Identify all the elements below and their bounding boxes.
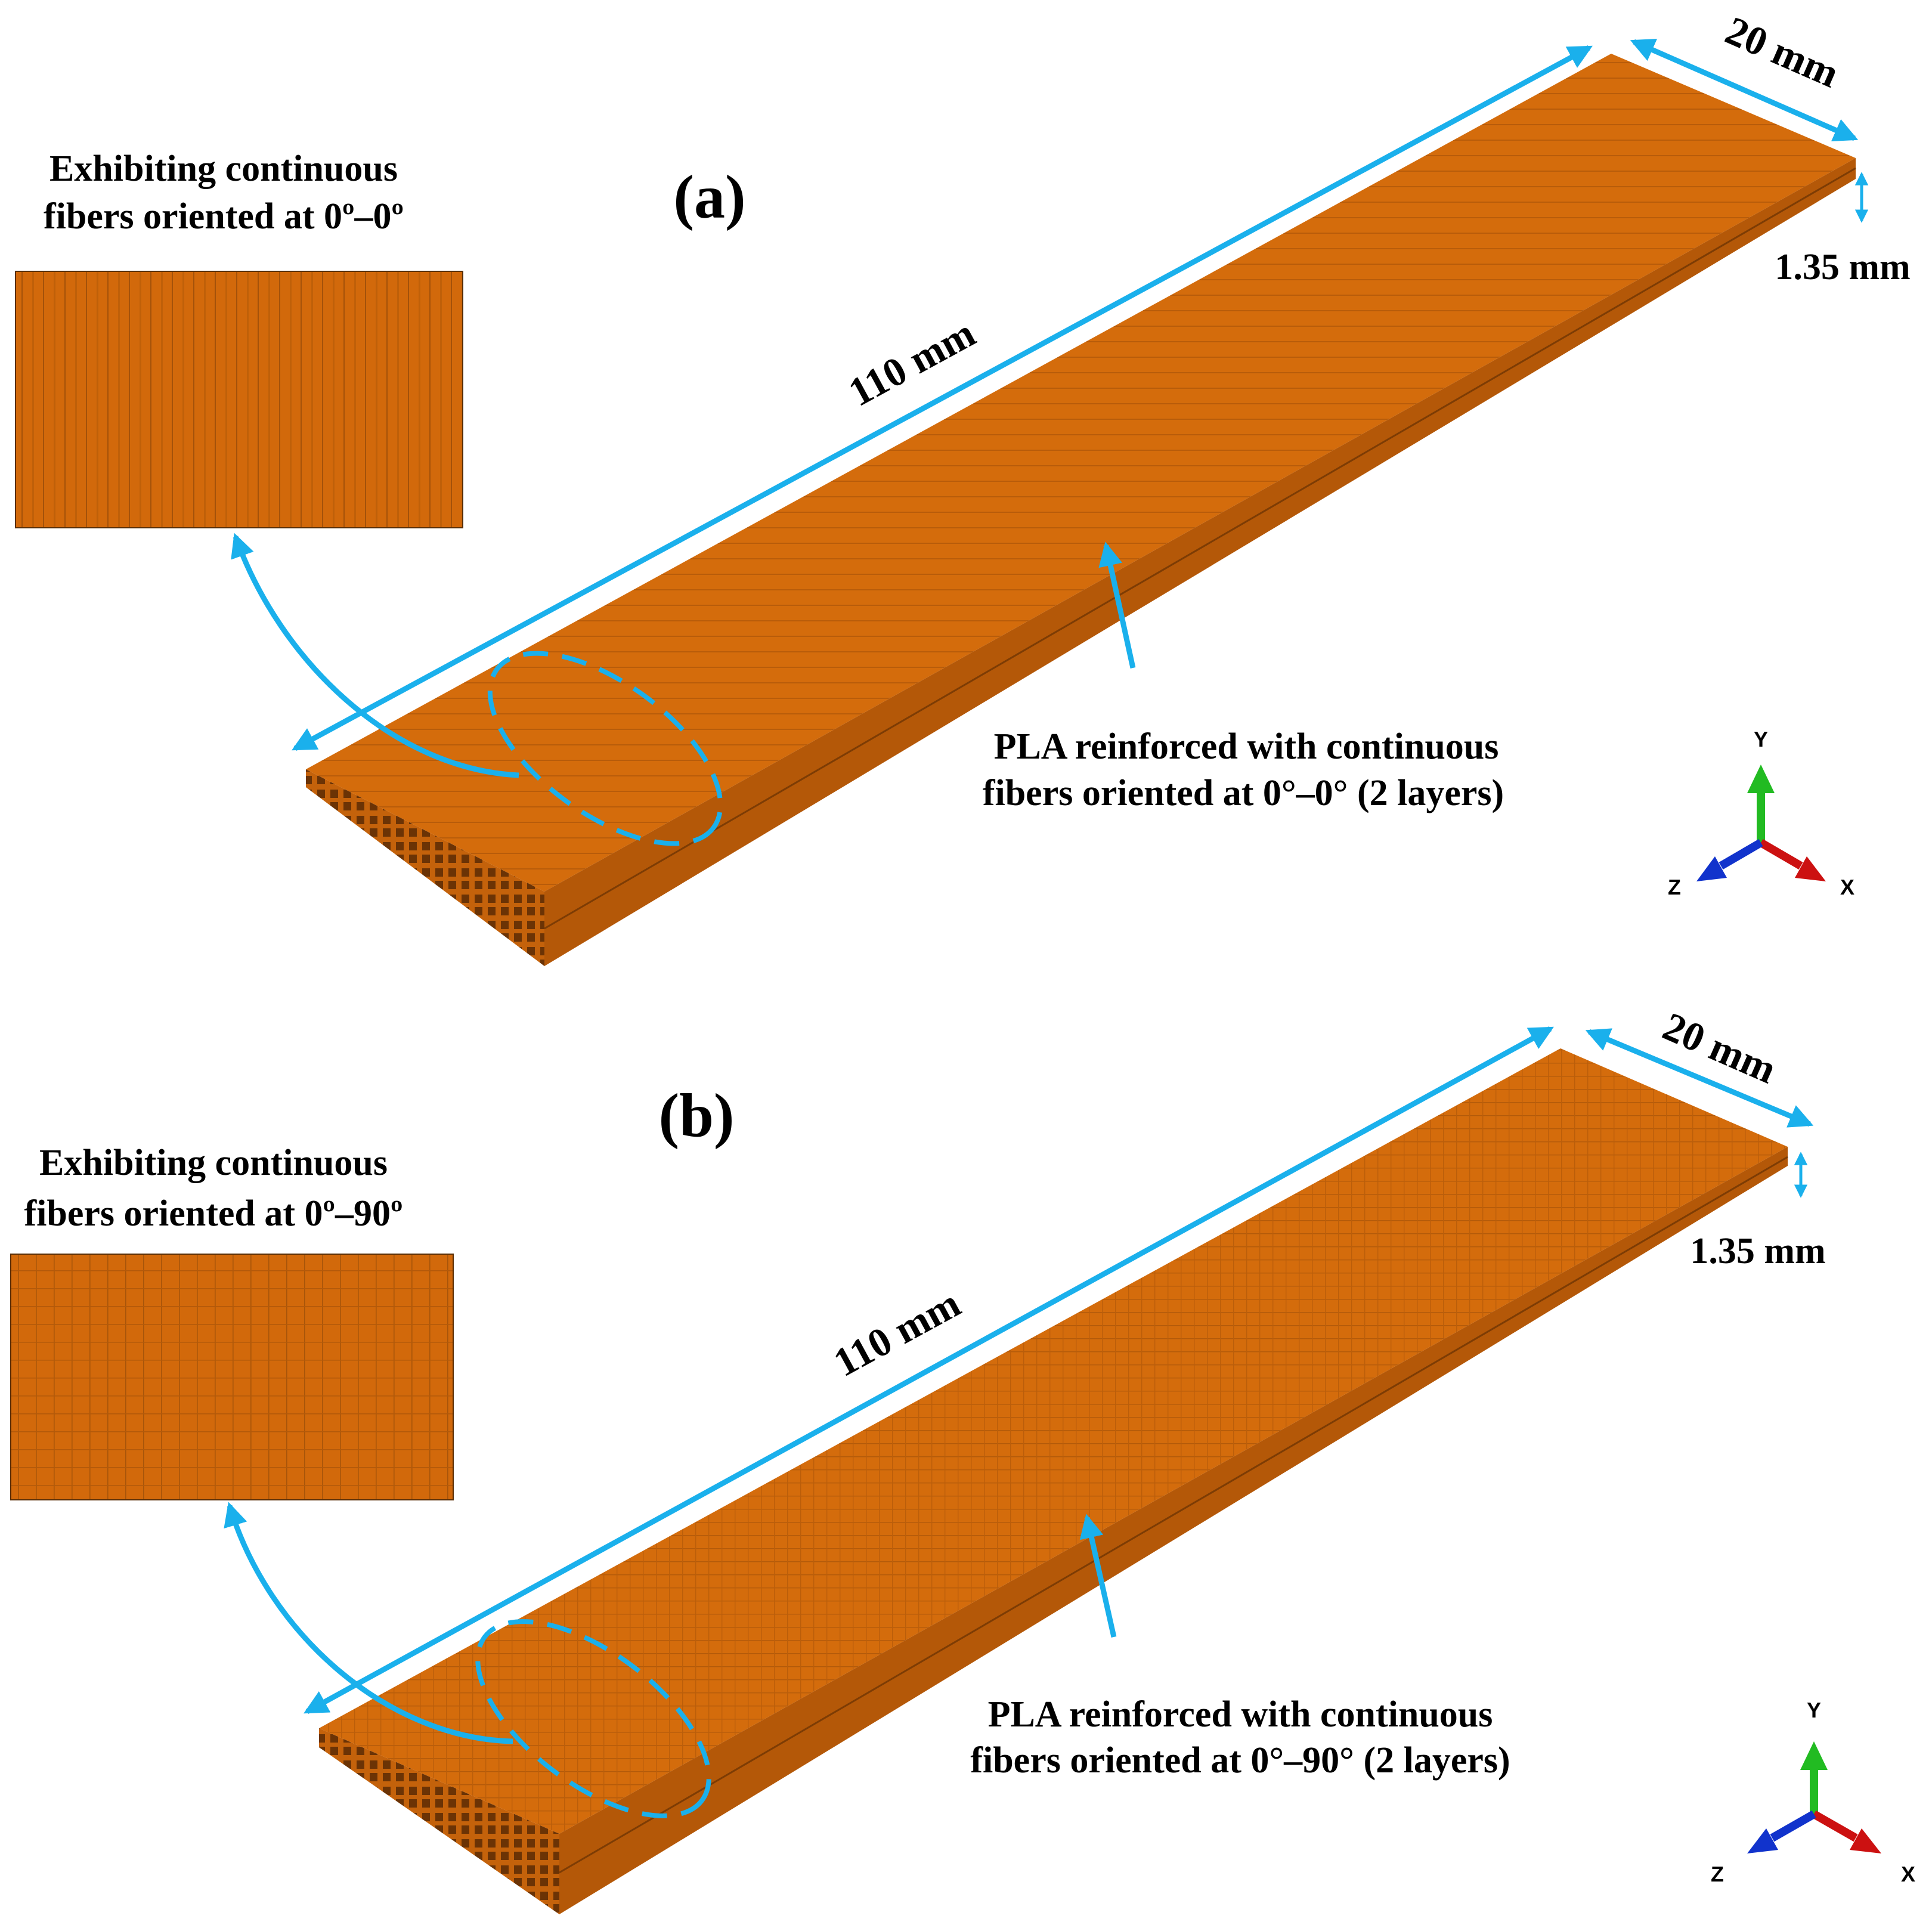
panel-b-callout-arrow: [224, 1502, 513, 1744]
panel-a-fiber-inset: [15, 271, 463, 528]
panel-b-length-label: 110 mm: [826, 1280, 967, 1385]
panel-b-axis-triad: Y X Z: [1711, 1698, 1915, 1886]
panel-a-inset-title-line2: fibers oriented at 0º–0º: [44, 196, 404, 237]
panel-b-caption-line1: PLA reinforced with continuous: [988, 1694, 1493, 1735]
panel-b-width-dimension: [1585, 1028, 1814, 1128]
z-axis-label: Z: [1711, 1862, 1724, 1886]
panel-b-caption-pointer: [1079, 1514, 1117, 1638]
panel-a-thickness-label: 1.35 mm: [1775, 247, 1910, 287]
x-axis-arrow: [1812, 1810, 1858, 1842]
y-axis-label: Y: [1754, 727, 1768, 751]
panel-b: (b) Exhibiting continuous fibers oriente…: [10, 1003, 1915, 1914]
panel-b-width-label: 20 mm: [1657, 1003, 1783, 1092]
panel-a-specimen-end-face: [306, 769, 544, 966]
y-axis-label: Y: [1807, 1698, 1821, 1722]
panel-b-fiber-inset: [10, 1254, 454, 1500]
panel-b-specimen-end-face: [319, 1728, 559, 1914]
panel-a-callout-arrow: [231, 533, 519, 778]
panel-b-length-dimension: [304, 1026, 1554, 1714]
panel-b-label: (b): [658, 1081, 734, 1150]
z-axis-arrow: [1770, 1810, 1816, 1842]
panel-b-caption-line2: fibers oriented at 0°–90° (2 layers): [970, 1740, 1510, 1781]
x-axis-label: X: [1840, 875, 1854, 899]
x-axis-arrow: [1758, 838, 1803, 870]
panel-a-caption-line1: PLA reinforced with continuous: [994, 726, 1499, 767]
panel-a-width-dimension: [1630, 38, 1859, 142]
panel-a-length-dimension: [292, 45, 1593, 751]
panel-a-caption-pointer: [1098, 541, 1136, 669]
panel-a: (a) Exhibiting continuous fibers oriente…: [15, 7, 1911, 966]
panel-b-thickness-label: 1.35 mm: [1690, 1231, 1825, 1271]
panel-a-highlight-ellipse: [487, 651, 723, 846]
x-axis-label: X: [1901, 1862, 1915, 1886]
panel-b-inset-title-line1: Exhibiting continuous: [39, 1143, 388, 1183]
panel-a-caption-line2: fibers oriented at 0°–0° (2 layers): [983, 773, 1504, 813]
panel-a-inset-title-line1: Exhibiting continuous: [49, 148, 398, 189]
panel-a-width-label: 20 mm: [1719, 7, 1846, 96]
panel-a-axis-triad: Y X Z: [1668, 727, 1854, 899]
panel-a-label: (a): [673, 163, 745, 231]
z-axis-label: Z: [1668, 875, 1681, 899]
panel-b-inset-title-line2: fibers oriented at 0º–90º: [24, 1193, 403, 1234]
z-axis-arrow: [1719, 838, 1763, 870]
panel-a-length-label: 110 mm: [841, 310, 982, 415]
panel-b-highlight-ellipse: [475, 1619, 711, 1818]
